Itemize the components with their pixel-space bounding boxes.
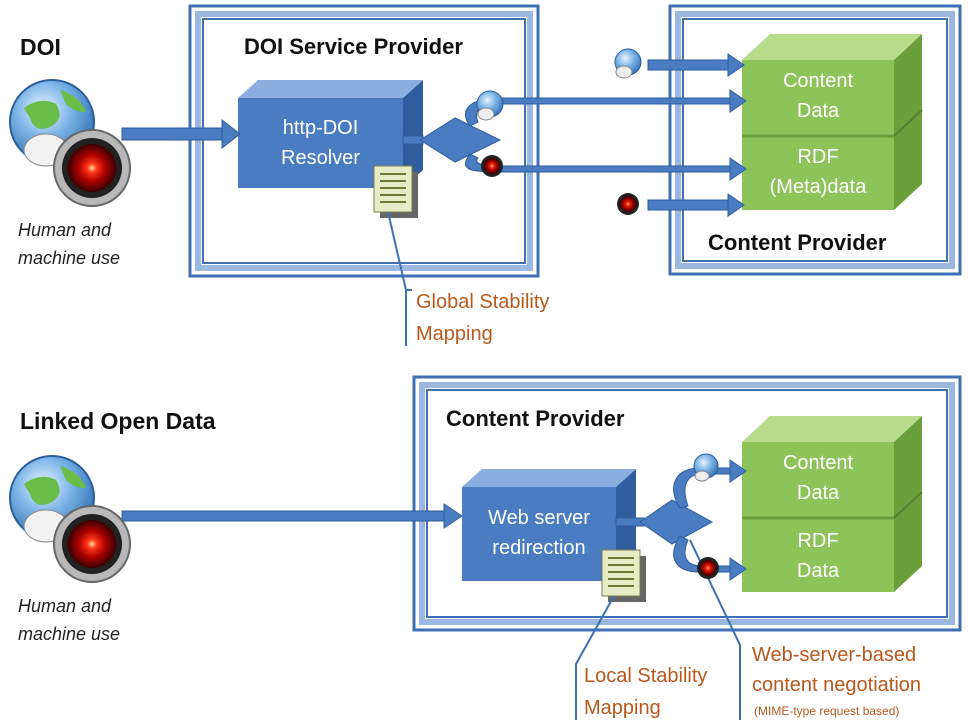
machine-eye-icon [697,557,719,579]
machine-eye-icon [53,129,131,207]
section-label-linked-open-data: Linked Open Data [20,408,216,434]
web-browser-icon [614,48,642,79]
content-data-box-bottom [742,416,923,592]
content-data-box-top [742,34,923,210]
server-label-line2: redirection [492,537,586,559]
content-data-line2: Data [796,100,840,122]
user-caption-bottom: Human and machine use [18,592,120,648]
content-negotiation-note: Web-server-based content negotiation [752,640,921,700]
machine-eye-icon [481,155,503,177]
mapping-line2: Mapping [584,697,661,719]
user-caption-line1: Human and [18,220,112,240]
doi-service-provider-title: DOI Service Provider [244,34,463,59]
local-stability-mapping-note: Local Stability Mapping [584,660,707,724]
rdf-metadata-label-top: RDF (Meta)data [742,142,894,202]
server-label-line1: Web server [488,507,590,529]
resolver-label-line2: Resolver [281,147,360,169]
content-data-line1: Content [782,452,854,474]
user-caption-line1: Human and [18,596,112,616]
negotiation-line2: content negotiation [752,674,922,696]
mime-type-note: (MIME-type request based) [754,704,900,718]
content-data-label-bottom: Content Data [742,448,894,508]
machine-eye-icon [617,193,639,215]
content-provider-title-top: Content Provider [708,230,887,255]
content-provider-title-bottom: Content Provider [446,406,625,431]
mapping-line1: Local Stability [584,665,708,687]
rdf-line2: Data [796,560,840,582]
mapping-line2: Mapping [416,323,493,345]
negotiation-line1: Web-server-based [752,644,917,666]
section-label-doi: DOI [20,34,61,60]
user-caption-line2: machine use [18,624,121,644]
user-caption-line2: machine use [18,248,121,268]
rdf-line1: RDF [797,146,839,168]
bottom-arrows [121,459,747,581]
resolver-label-line1: http-DOI [282,117,359,139]
user-caption-top: Human and machine use [18,216,120,272]
document-icon [373,165,418,218]
content-data-label-top: Content Data [742,66,894,126]
web-server-redirection-label: Web server redirection [462,503,616,563]
global-stability-mapping-note: Global Stability Mapping [416,286,549,350]
rdf-line1: RDF [797,530,839,552]
content-data-line1: Content [782,70,854,92]
document-icon [601,549,646,602]
rdf-line2: (Meta)data [769,176,867,198]
rdf-data-label-bottom: RDF Data [742,526,894,586]
mapping-line1: Global Stability [416,291,550,313]
web-browser-icon [476,90,504,121]
web-browser-icon [693,453,719,482]
content-data-line2: Data [796,482,840,504]
resolver-label: http-DOI Resolver [238,113,403,173]
machine-eye-icon [53,505,131,583]
